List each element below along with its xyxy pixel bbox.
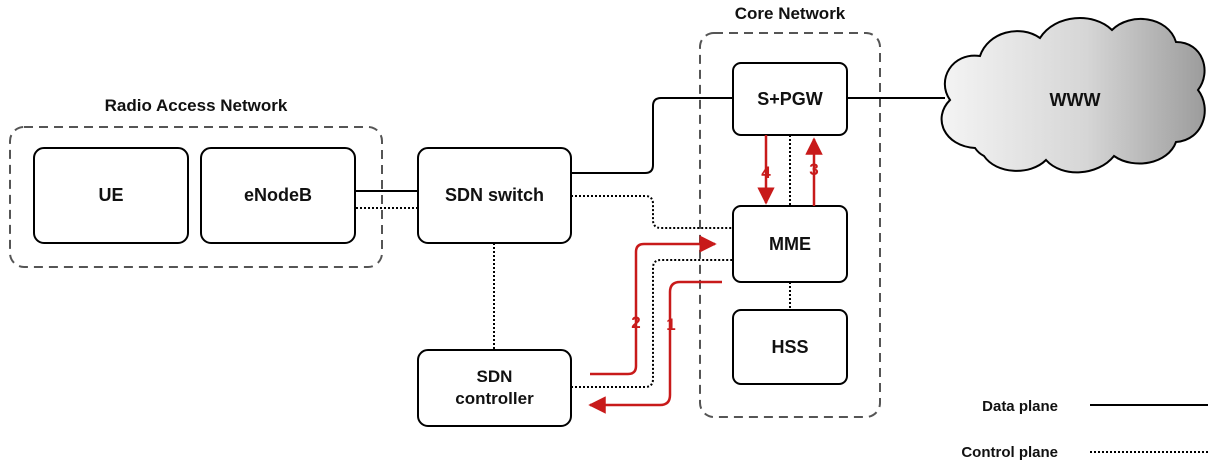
www-cloud bbox=[940, 17, 1206, 174]
link-controller-mme-control bbox=[571, 259, 733, 388]
node-mme bbox=[732, 205, 848, 283]
arrow-step-1 bbox=[588, 280, 722, 414]
node-sdn-switch bbox=[417, 147, 572, 244]
arrow-step-2 bbox=[590, 235, 717, 376]
node-sdn-controller bbox=[417, 349, 572, 427]
node-enodeb bbox=[200, 147, 356, 244]
node-ue bbox=[33, 147, 189, 244]
core-group-boundary bbox=[699, 32, 881, 418]
node-spgw bbox=[732, 62, 848, 136]
ran-group-boundary bbox=[9, 126, 383, 268]
link-switch-mme-control bbox=[571, 195, 733, 229]
link-switch-spgw-data bbox=[571, 97, 733, 174]
node-hss bbox=[732, 309, 848, 385]
